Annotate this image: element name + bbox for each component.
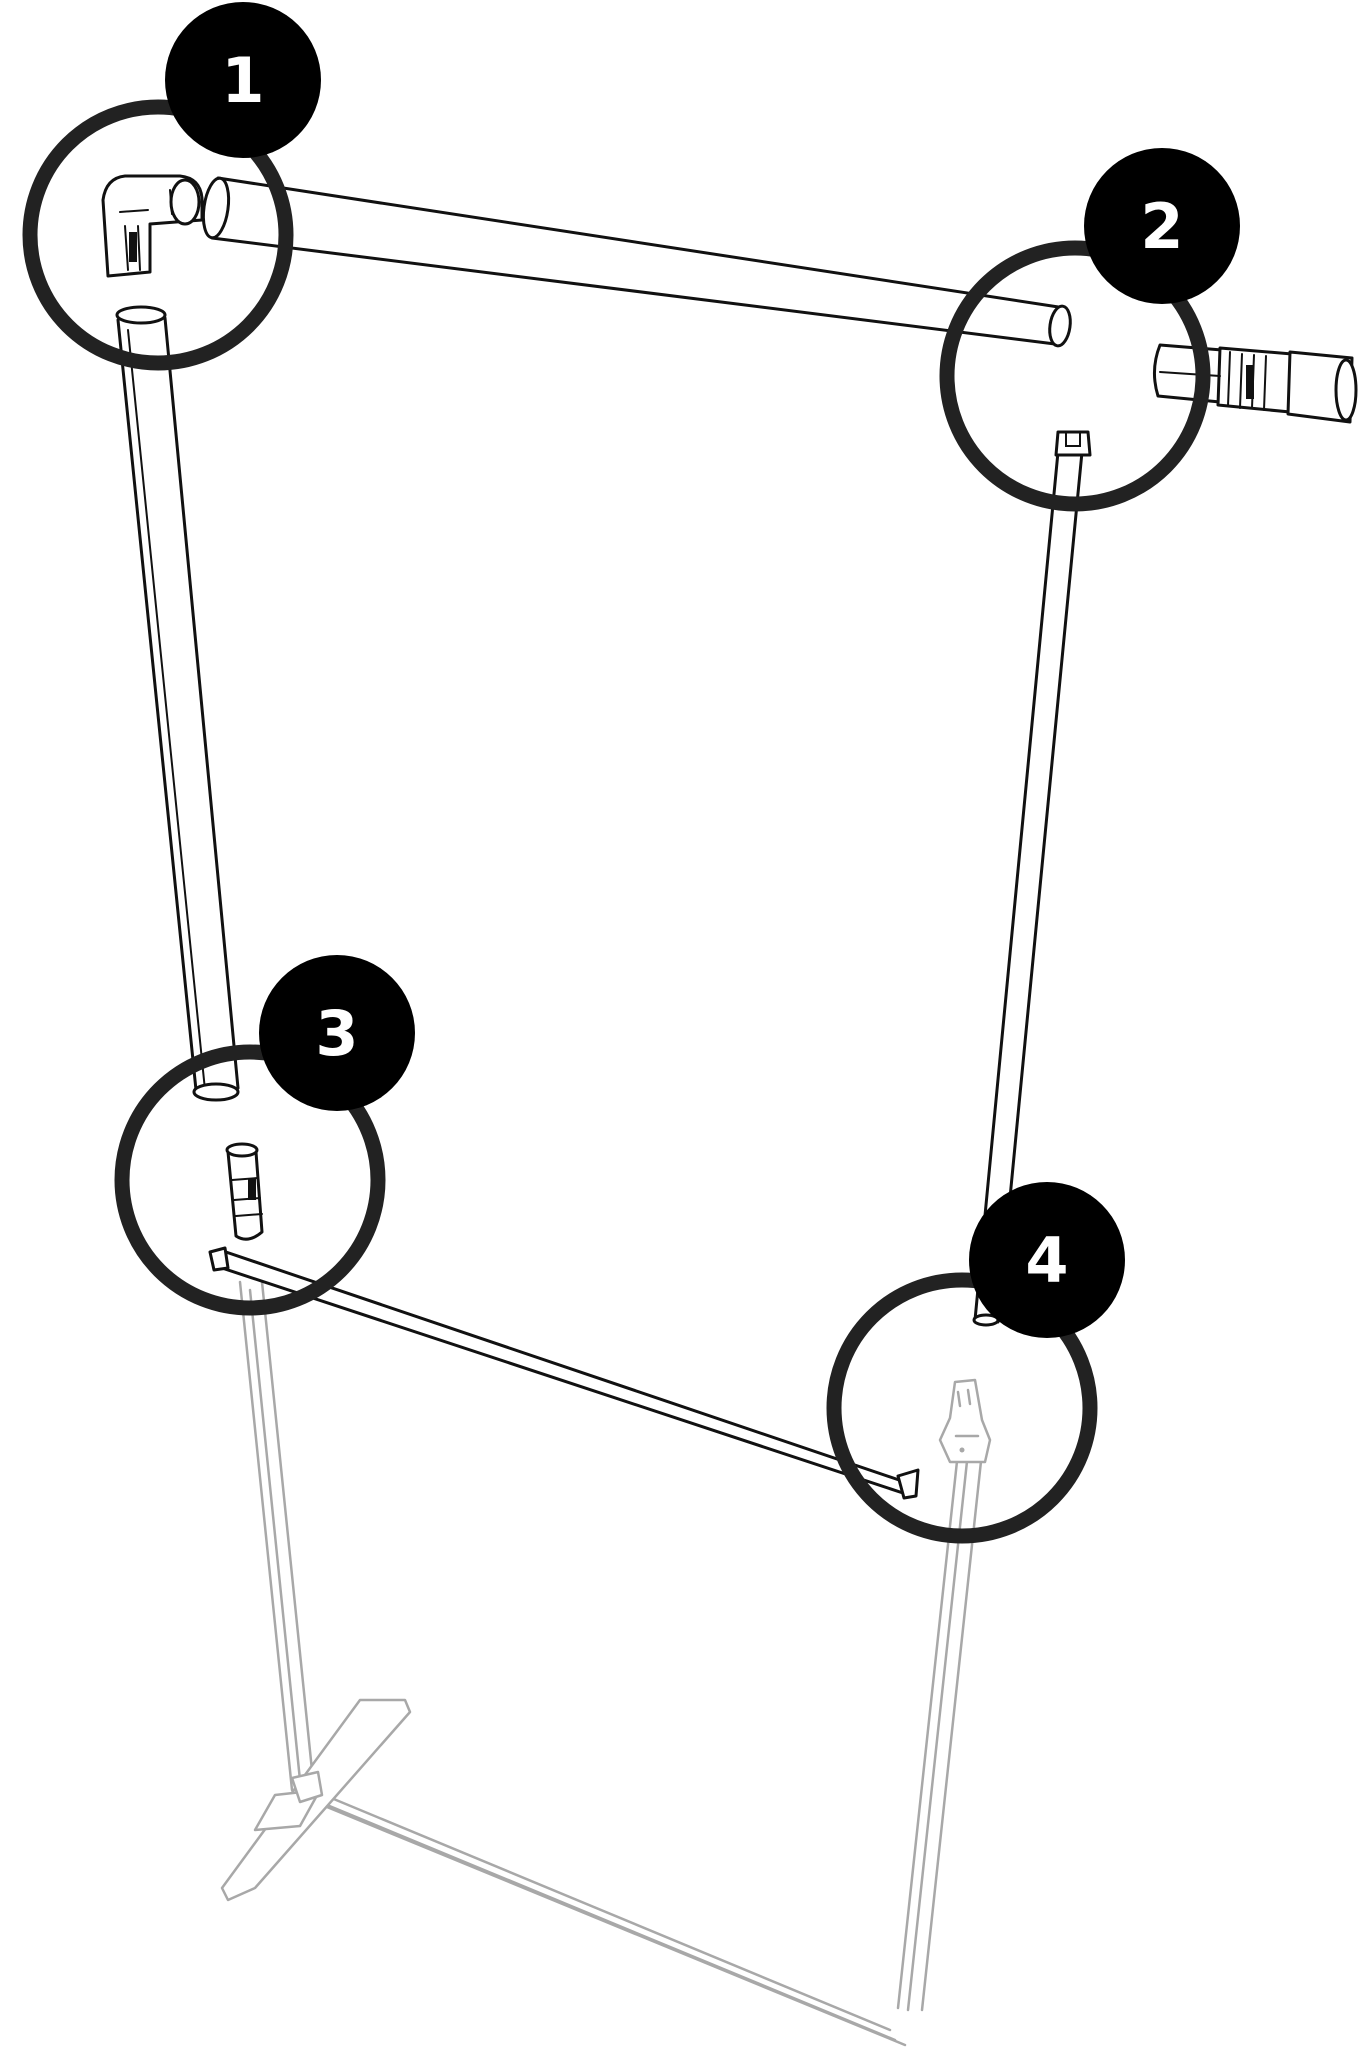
badge-circle-3	[259, 955, 415, 1111]
top-tube-right-end	[1048, 304, 1072, 348]
lower-left-upright	[238, 1280, 316, 1792]
lower-right-upright	[896, 1450, 984, 2012]
callout-number-1: 1	[221, 44, 264, 117]
right-cap-detail	[1065, 431, 1081, 447]
right-upright-top-cap	[1054, 430, 1092, 457]
t-connector-clip	[248, 1178, 256, 1200]
left-upright-inner	[127, 329, 206, 1091]
elbow-connector-socket	[169, 178, 201, 226]
t-connector-body	[226, 1144, 264, 1241]
t-connector	[225, 1142, 264, 1241]
badge-circle-2	[1084, 148, 1240, 304]
callout-ring-1	[22, 99, 294, 371]
left-upright-top-end	[115, 305, 167, 325]
top-tube	[210, 176, 1067, 346]
callout-badge-1: 1	[165, 2, 321, 158]
callout-number-3: 3	[315, 997, 358, 1070]
mid-crossbar	[218, 1248, 908, 1496]
right-mid-connector	[938, 1378, 992, 1464]
callout-ring-4	[826, 1272, 1098, 1544]
badge-circle-4	[969, 1182, 1125, 1338]
badge-circle-1	[165, 2, 321, 158]
left-upright	[116, 316, 240, 1092]
bottom-crossbar	[296, 1783, 907, 2047]
callout-ring-2	[939, 240, 1211, 512]
left-upright-bottom-end	[192, 1082, 240, 1102]
t-connector-top	[225, 1142, 259, 1158]
straight-connector-end	[1334, 358, 1358, 422]
callout-badge-2: 2	[1084, 148, 1240, 304]
callout-number-2: 2	[1140, 190, 1183, 263]
callout-badge-4: 4	[969, 1182, 1125, 1338]
callout-number-4: 4	[1025, 1224, 1068, 1297]
elbow-connector	[101, 174, 204, 278]
right-mid-connector-detail	[954, 1388, 980, 1438]
straight-connector-clip	[1246, 365, 1254, 399]
right-upright	[973, 450, 1084, 1324]
callout-ring-3	[114, 1044, 386, 1316]
top-tube-left-end	[201, 176, 231, 240]
base-foot	[220, 1698, 412, 1902]
straight-connector	[1153, 343, 1358, 424]
callout-badge-3: 3	[259, 955, 415, 1111]
elbow-connector-slot	[129, 232, 137, 262]
upper-frame	[115, 176, 1092, 1500]
crossbar-right-hook	[896, 1468, 920, 1500]
elbow-connector-detail	[119, 189, 173, 271]
bottom-left-connector	[290, 1770, 324, 1804]
lower-frame-ghost	[220, 1280, 992, 2047]
crossbar-left-hook	[208, 1246, 230, 1272]
connector-hole	[959, 1447, 965, 1453]
